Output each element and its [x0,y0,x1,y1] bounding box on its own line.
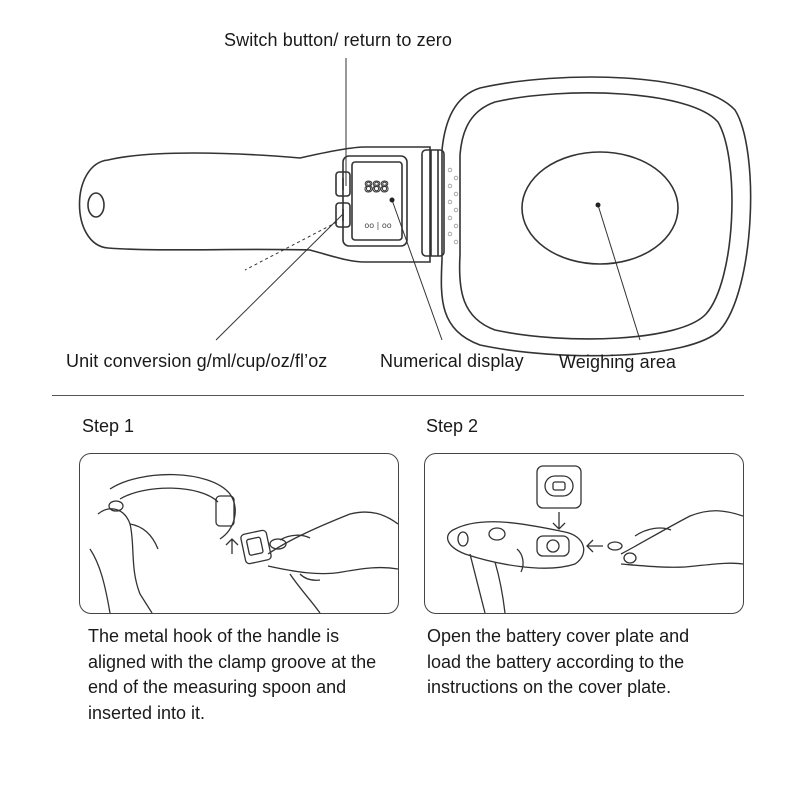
weighing-area-outline [521,151,679,265]
step-1-line: aligned with the clamp groove at the [88,651,377,672]
switch-button-label: Switch button/ return to zero [224,30,453,50]
unit-conversion-label: Unit conversion g/ml/cup/oz/fl’oz [66,351,328,371]
step-1-line: inserted into it. [88,702,206,723]
step-1-line: end of the measuring spoon and [88,677,347,697]
step-1-illustration-panel [79,453,399,614]
hands-loading-battery-icon [446,465,743,613]
display-housing [342,155,408,247]
step-2-line: Open the battery cover plate and [427,626,690,646]
step-2-line: load the battery according to the [427,651,685,672]
display-pointer-dot [389,197,395,203]
grip-texture [447,167,459,245]
spoon-scale-diagram: 888 oo | oo [78,58,752,357]
step-2-line: instructions on the cover plate. [427,677,672,697]
display-screen [351,161,403,241]
display-unit-marks: oo | oo [364,221,391,230]
leader-lines [215,58,641,341]
step-1-line: The metal hook of the handle is [88,626,340,646]
bowl-outer [440,76,752,357]
switch-button [335,171,351,197]
bowl-inner [458,92,733,340]
step-1-description: The metal hook of the handle is aligned … [88,624,418,726]
weighing-area-label: Weighing area [559,352,677,372]
step-1-title: Step 1 [82,416,135,436]
neck-ring [421,149,445,257]
hang-hole [87,192,105,218]
unit-button [335,202,351,228]
step-2-title: Step 2 [426,416,479,436]
step-2-description: Open the battery cover plate and load th… [427,624,757,701]
step-2-illustration-panel [424,453,744,614]
measuring-spoon-icon [78,76,752,357]
numerical-display-label: Numerical display [380,351,524,371]
section-divider [52,395,744,396]
hand-inserting-handle-icon [89,473,398,613]
handle-outline [78,146,431,263]
display-digits: 888 [364,178,389,196]
weighing-pointer-dot [595,202,601,208]
